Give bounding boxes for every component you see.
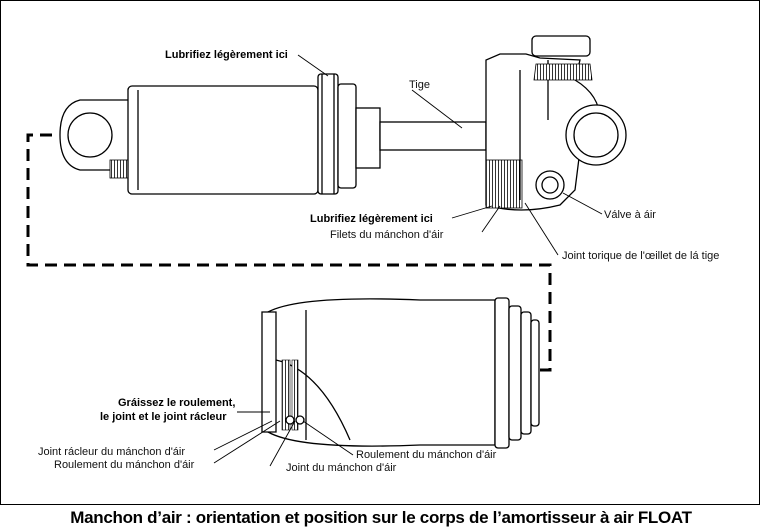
label-lubricate-top: Lubrifiez légèrement ici xyxy=(165,49,288,61)
label-seal: Joint du mánchon d'áir xyxy=(286,462,397,474)
shock-diagram: Lubrifiez légèrement ici Tige Lubrifiez … xyxy=(26,35,719,474)
diagram-frame xyxy=(0,0,760,505)
label-grease-line1: Gráissez le roulement, xyxy=(118,397,235,409)
label-eyelet-oring: Joint torique de l'œillet de lá tige xyxy=(562,250,719,262)
label-bearing-left: Roulement du mánchon d'áir xyxy=(54,459,195,471)
label-shaft: Tige xyxy=(409,79,430,91)
label-sleeve-threads: Filets du mánchon d'áir xyxy=(330,229,444,241)
figure-caption: Manchon d’air : orientation et position … xyxy=(70,508,692,527)
air-sleeve xyxy=(261,297,540,449)
shock-assembly xyxy=(59,35,627,211)
eyelet-hole xyxy=(67,112,113,158)
dashed-connector xyxy=(26,133,552,372)
label-wiper-seal: Joint rácleur du mánchon d'áir xyxy=(38,446,185,458)
shaft xyxy=(379,121,487,151)
leader-lines xyxy=(213,54,603,467)
label-grease-line2: le joint et le joint rácleur xyxy=(100,411,227,423)
shock-body xyxy=(127,85,319,195)
label-bearing-right: Roulement du mánchon d'áir xyxy=(356,449,497,461)
label-air-valve: Válve à áir xyxy=(604,209,656,221)
label-lubricate-mid: Lubrifiez légèrement ici xyxy=(310,213,433,225)
